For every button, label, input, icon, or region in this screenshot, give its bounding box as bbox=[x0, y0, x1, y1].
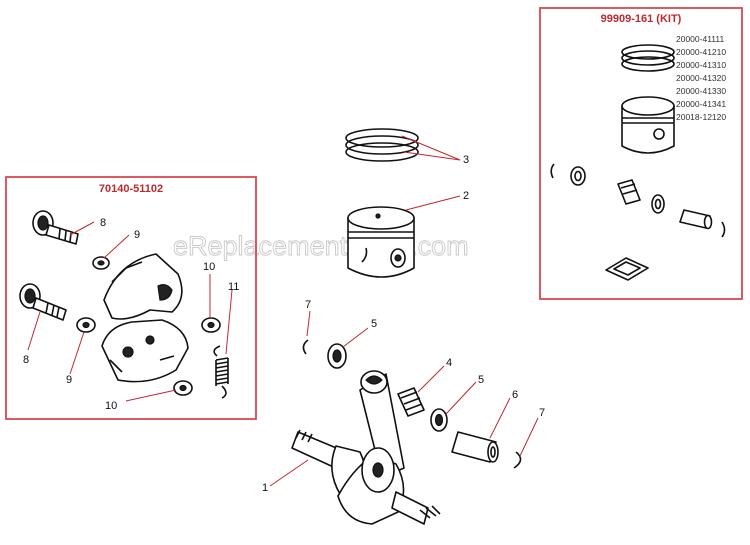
callout-label: 7 bbox=[539, 407, 545, 419]
circlip bbox=[513, 451, 522, 469]
clutch-spring bbox=[213, 345, 229, 399]
callout-label: 5 bbox=[371, 318, 377, 330]
callout-label: 8 bbox=[100, 217, 106, 229]
main-leader-lines bbox=[269, 135, 539, 487]
kit-part-number: 20018-12120 bbox=[676, 112, 726, 122]
thrust-washer bbox=[430, 408, 448, 432]
clutch-shoulder-bolt bbox=[19, 283, 67, 321]
callout-label: 8 bbox=[23, 354, 29, 366]
clutch-title: 70140-51102 bbox=[99, 183, 163, 195]
kit-part-number: 20000-41111 bbox=[676, 34, 724, 44]
kit-box: 99909-161 (KIT) 20000-41111 20000-41210 … bbox=[539, 7, 743, 300]
kit-part-number: 20000-41320 bbox=[676, 73, 726, 83]
circlip bbox=[302, 339, 309, 355]
piston bbox=[347, 206, 415, 278]
callout-label: 5 bbox=[478, 374, 484, 386]
thrust-washer bbox=[327, 343, 347, 369]
kit-part-number: 20000-41330 bbox=[676, 86, 726, 96]
kit-part-number: 20000-41341 bbox=[676, 99, 726, 109]
kit-part-number: 20000-41210 bbox=[676, 47, 726, 57]
clutch-washer bbox=[201, 317, 221, 333]
callout-label: 4 bbox=[446, 357, 452, 369]
kit-part-numbers: 20000-41111 20000-41210 20000-41310 2000… bbox=[676, 34, 726, 122]
clutch-box: 70140-51102 bbox=[5, 176, 257, 420]
callout-label: 2 bbox=[463, 190, 469, 202]
clutch-washer bbox=[92, 256, 110, 270]
kit-title: 99909-161 (KIT) bbox=[601, 13, 682, 25]
callout-label: 6 bbox=[512, 389, 518, 401]
clutch-washer bbox=[76, 317, 96, 333]
piston-rings bbox=[345, 128, 419, 162]
clutch-shoes bbox=[101, 253, 189, 383]
callout-label: 11 bbox=[228, 281, 239, 293]
callout-label: 10 bbox=[105, 400, 117, 412]
callout-label: 1 bbox=[262, 482, 268, 494]
clutch-washer bbox=[173, 380, 193, 396]
callout-label: 7 bbox=[305, 299, 311, 311]
kit-box-border bbox=[539, 7, 743, 300]
kit-part-number: 20000-41310 bbox=[676, 60, 726, 70]
callout-label: 10 bbox=[203, 261, 215, 273]
crankshaft bbox=[291, 370, 441, 525]
needle-bearing bbox=[397, 387, 425, 417]
clutch-leader-lines bbox=[27, 221, 233, 402]
callout-label: 9 bbox=[134, 229, 140, 241]
piston-pin bbox=[451, 431, 499, 463]
callout-label: 3 bbox=[463, 154, 469, 166]
callout-label: 9 bbox=[66, 374, 72, 386]
clutch-shoulder-bolt bbox=[32, 210, 79, 245]
watermark: eReplacementParts.com bbox=[173, 231, 469, 261]
kit-piston bbox=[621, 96, 675, 154]
kit-piston-rings bbox=[621, 44, 675, 72]
clutch-box-border bbox=[5, 176, 257, 420]
kit-small-parts bbox=[550, 163, 726, 281]
